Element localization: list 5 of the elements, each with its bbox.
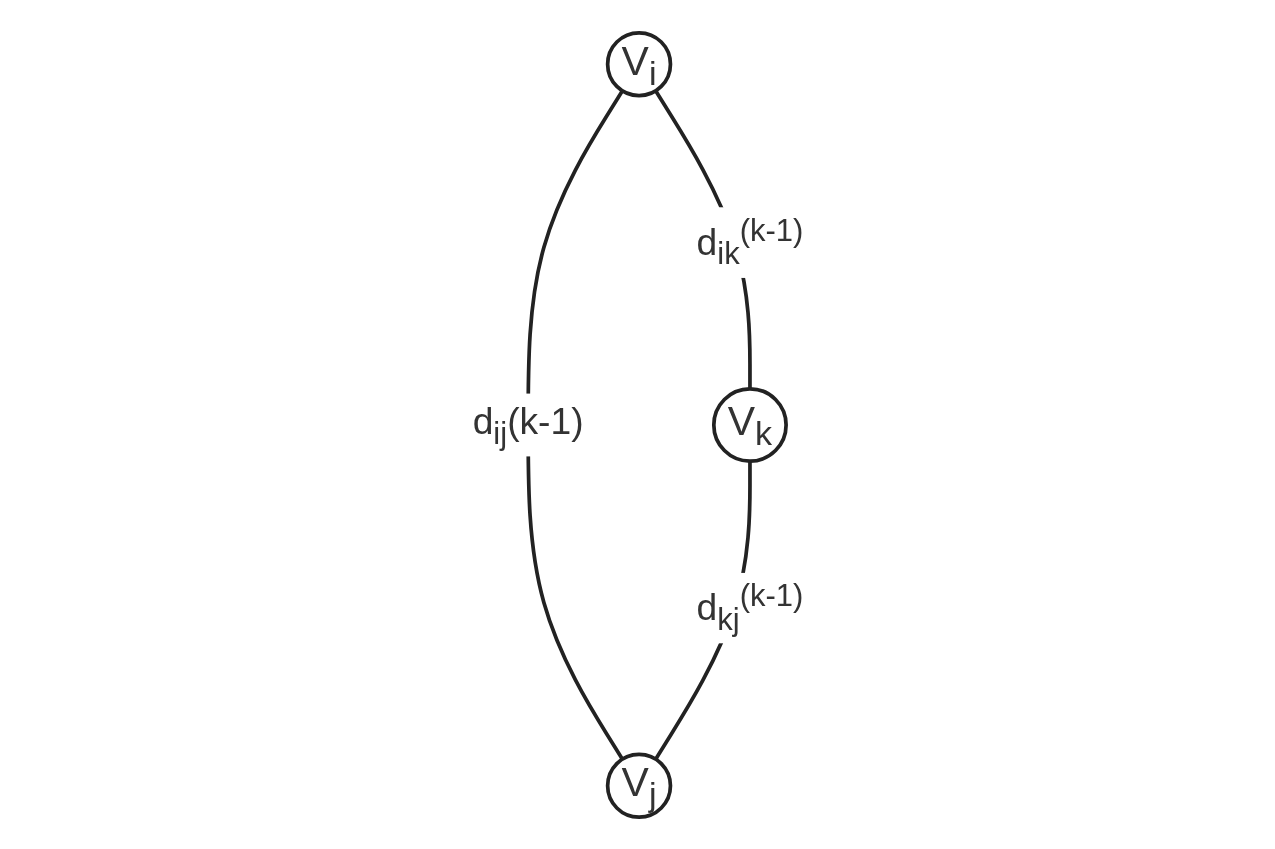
node-circle: V$_{k}$ [711, 386, 788, 463]
node-circle: V$_{i}$ [605, 30, 672, 97]
connector [525, 89, 624, 760]
edge-label: d$_{ij}$(k-1) [472, 400, 584, 451]
node-circle: V$_{j}$ [605, 752, 672, 819]
